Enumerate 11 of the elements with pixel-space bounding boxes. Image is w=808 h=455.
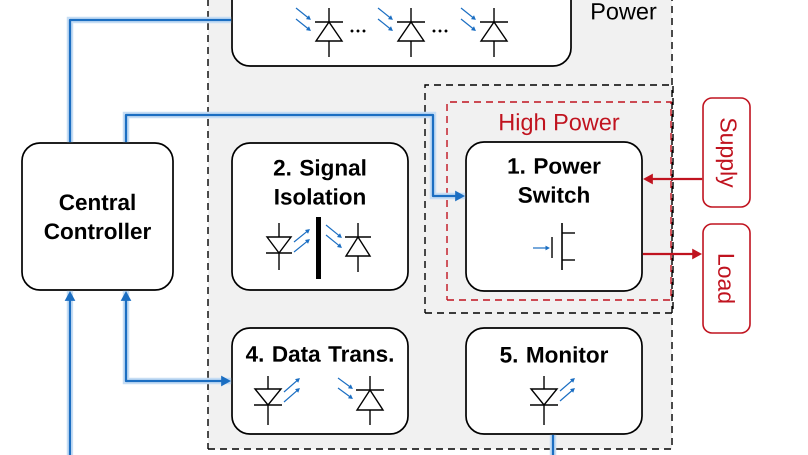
- dashed-region: [424, 84, 674, 314]
- process-box: Central Controller: [21, 142, 174, 291]
- terminal-box: Supply: [702, 97, 751, 208]
- connector-line: [66, 16, 232, 142]
- terminal-box: Load: [702, 223, 751, 334]
- process-box: 4. Data Trans.: [231, 327, 409, 435]
- process-box: 1. Power Switch: [465, 141, 643, 292]
- connector-line: [550, 434, 556, 455]
- process-box: [231, 0, 572, 67]
- process-box: 5. Monitor: [465, 327, 643, 435]
- process-box: 2. Signal Isolation: [231, 142, 409, 291]
